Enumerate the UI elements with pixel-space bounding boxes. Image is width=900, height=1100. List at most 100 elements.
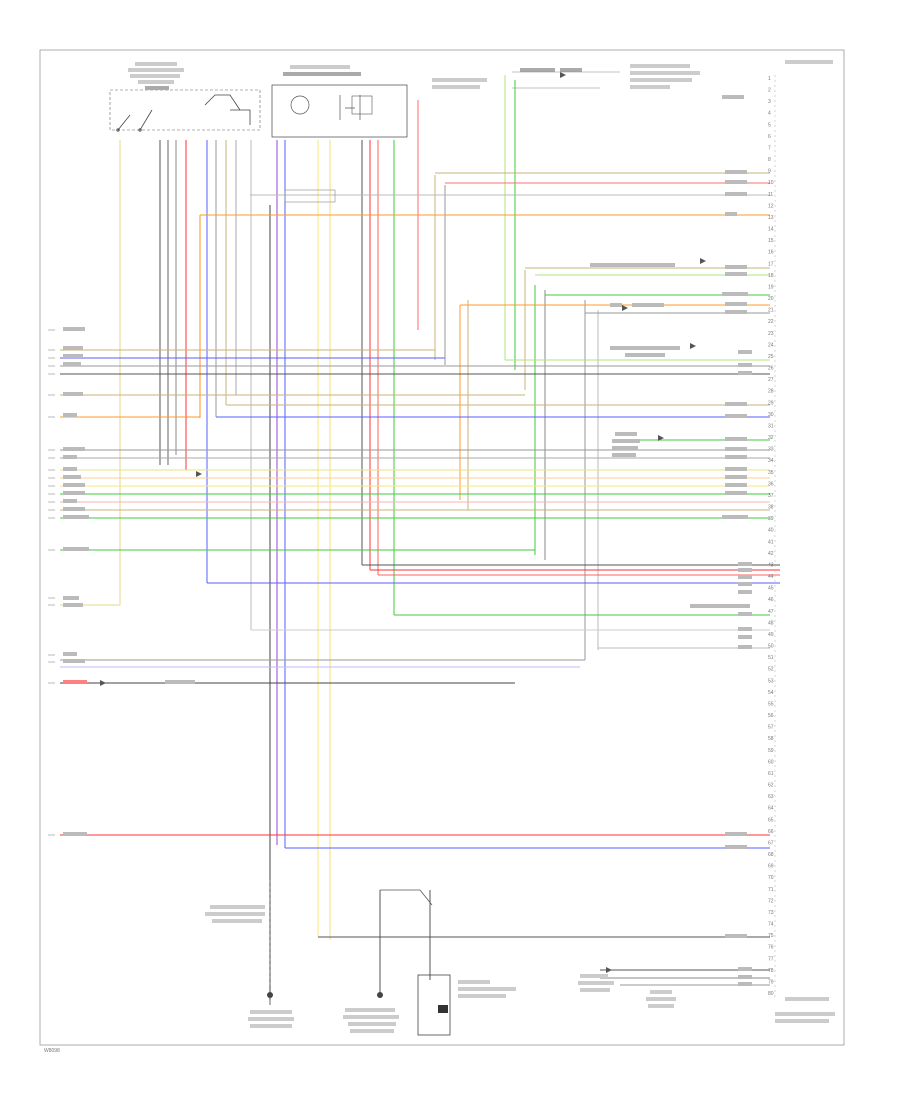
ecm-pin-number: 47 <box>768 609 774 615</box>
ecm-pin-number: 11 <box>768 192 773 198</box>
ecm-pin-number: 72 <box>768 898 774 904</box>
ecm-pin-number: 77 <box>768 956 774 962</box>
ecm-pin-number: 57 <box>768 725 774 731</box>
label-blob <box>630 85 670 89</box>
label-blob <box>775 1012 835 1016</box>
ground-point-icon <box>377 992 383 998</box>
ecm-pin-number: 6 <box>768 134 771 140</box>
ecm-pin-number: 36 <box>768 481 774 487</box>
ecm-pin-number: 8 <box>768 157 771 163</box>
ecm-pin-number: 18 <box>768 273 774 279</box>
ecm-pin-number: 76 <box>768 945 774 951</box>
label-blob <box>775 1019 829 1023</box>
ecm-pin-number: 68 <box>768 852 774 858</box>
ecm-pin-number: 31 <box>768 424 774 430</box>
label-blob <box>785 997 829 1001</box>
ecm-pin-number: 53 <box>768 678 774 684</box>
ecm-pin-number: 49 <box>768 632 774 638</box>
switch-contact-icon <box>116 94 251 132</box>
ecm-pin-number: 24 <box>768 342 774 348</box>
sensor-element-icon <box>290 95 310 115</box>
ecm-pin-number: 39 <box>768 516 774 522</box>
sensor-element-icon <box>339 95 361 120</box>
ecm-pin-number: 70 <box>768 875 774 881</box>
ecm-pin-number: 43 <box>768 563 774 569</box>
ecm-pin-number: 74 <box>768 922 774 928</box>
label-blob <box>432 78 487 82</box>
ecm-pin-number: 22 <box>768 319 774 325</box>
ecm-pin-number: 78 <box>768 968 774 974</box>
ecm-pin-number: 80 <box>768 991 774 997</box>
ecm-pin-number: 7 <box>768 146 771 152</box>
ecm-pin-number: 35 <box>768 470 774 476</box>
bottom-right-labels <box>578 974 676 1008</box>
ecm-pin-number: 30 <box>768 412 774 418</box>
ecm-pin-number: 3 <box>768 99 771 105</box>
top-right-labels <box>432 60 833 89</box>
label-blob <box>458 980 490 984</box>
ecm-pin-number: 4 <box>768 111 771 117</box>
ecm-pin-column: 1234567891011121314151617181920212223242… <box>768 76 774 997</box>
ecm-pin-number: 41 <box>768 539 774 545</box>
ecm-pin-number: 21 <box>768 308 774 314</box>
junction-box <box>284 71 620 203</box>
label-blob <box>248 1017 294 1021</box>
label-blob <box>630 71 700 75</box>
ecm-pin-number: 9 <box>768 169 771 175</box>
ecm-pin-number: 61 <box>768 771 774 777</box>
label-blob <box>343 1015 399 1019</box>
ecm-pin-number: 26 <box>768 366 774 372</box>
bottom-ground-sensor <box>205 880 294 1028</box>
horizontal-wire-group <box>60 172 780 986</box>
ecm-pin-number: 23 <box>768 331 774 337</box>
ecm-pin-number: 58 <box>768 736 774 742</box>
label-blob <box>785 60 833 64</box>
ecm-pin-number: 16 <box>768 250 774 256</box>
ecm-pin-number: 29 <box>768 400 774 406</box>
label-blob <box>348 1022 396 1026</box>
ecm-pin-number: 32 <box>768 435 774 441</box>
ecm-pin-number: 40 <box>768 528 774 534</box>
ground-point-icon <box>267 992 273 1005</box>
left-wire-labels <box>63 327 195 836</box>
vertical-wire-group <box>119 75 599 1000</box>
top-center-sensor-block <box>271 65 408 138</box>
ecm-pin-number: 25 <box>768 354 774 360</box>
label-blob <box>130 74 180 78</box>
ecm-pin-number: 48 <box>768 620 774 626</box>
ecm-pin-number: 67 <box>768 840 774 846</box>
ecm-pin-number: 33 <box>768 447 774 453</box>
bottom-switch-sensor <box>343 889 516 1036</box>
ecm-pin-number: 14 <box>768 227 774 233</box>
ecm-pin-number: 50 <box>768 644 774 650</box>
ecm-pin-number: 37 <box>768 493 774 499</box>
top-left-sensor-block <box>109 62 261 132</box>
label-blob <box>630 78 692 82</box>
ecm-pin-number: 75 <box>768 933 774 939</box>
footer-code: W8098 <box>44 1048 60 1054</box>
label-blob <box>630 64 690 68</box>
label-blob <box>283 72 361 76</box>
ecm-pin-number: 15 <box>768 238 774 244</box>
ecm-pin-number: 27 <box>768 377 774 383</box>
ecm-pin-number: 56 <box>768 713 774 719</box>
ecm-pin-number: 42 <box>768 551 774 557</box>
label-blob <box>345 1008 395 1012</box>
ecm-connector: 1234567891011121314151617181920212223242… <box>768 75 835 1023</box>
ecm-pin-number: 59 <box>768 748 774 754</box>
ecm-pin-number: 79 <box>768 979 774 985</box>
label-blob <box>350 1029 394 1033</box>
ecm-pin-number: 34 <box>768 458 774 464</box>
right-wire-labels <box>690 95 752 986</box>
ecm-pin-number: 44 <box>768 574 774 580</box>
ecm-pin-number: 28 <box>768 389 774 395</box>
ecm-pin-number: 55 <box>768 701 774 707</box>
left-connector-pins <box>48 329 55 836</box>
ecm-pin-number: 73 <box>768 910 774 916</box>
ecm-pin-number: 46 <box>768 597 774 603</box>
label-blob <box>205 912 265 916</box>
label-blob <box>458 994 506 998</box>
ecm-pin-number: 66 <box>768 829 774 835</box>
ecm-pin-number: 19 <box>768 285 774 291</box>
